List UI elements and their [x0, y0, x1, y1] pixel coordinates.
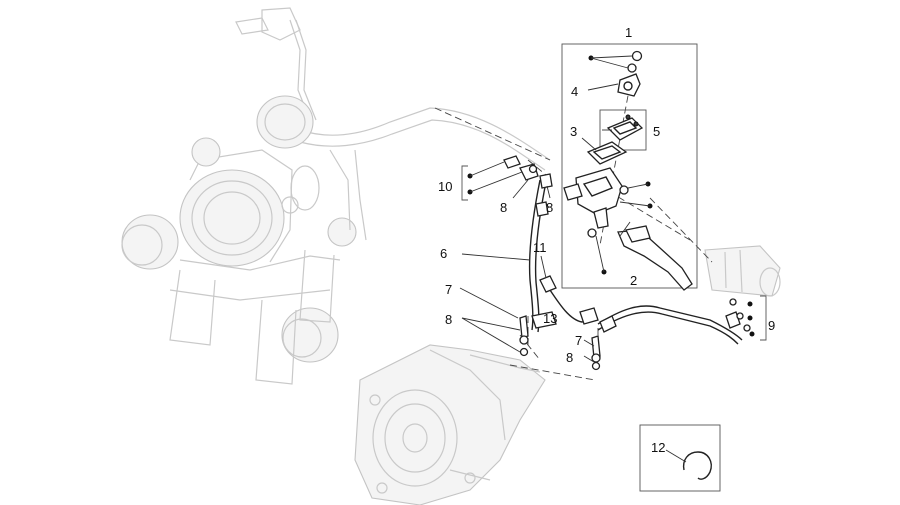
callout-13: 13 — [543, 311, 557, 326]
callout-11: 11 — [533, 240, 547, 255]
right-grip-ghost — [704, 245, 781, 297]
callout-1: 1 — [625, 25, 632, 40]
circlip-inset — [639, 424, 721, 492]
callout-10: 10 — [438, 179, 452, 194]
callout-8-upper-right: 8 — [546, 200, 553, 215]
callout-2: 2 — [630, 273, 637, 288]
callout-12: 12 — [651, 440, 665, 455]
callout-6: 6 — [440, 246, 447, 261]
callout-7-left: 7 — [445, 282, 452, 297]
engine-housing-ghost — [354, 344, 546, 505]
callout-5: 5 — [653, 124, 660, 139]
callout-8-lower-right: 8 — [566, 350, 573, 365]
motorcycle-front-ghost — [121, 7, 551, 385]
callout-4: 4 — [571, 84, 578, 99]
callout-8-lower-left: 8 — [445, 312, 452, 327]
clutch-master-cylinder-assembly — [561, 43, 698, 291]
callout-9: 9 — [768, 318, 775, 333]
callout-7-right: 7 — [575, 333, 582, 348]
clutch-hose-assembly — [459, 155, 767, 371]
callout-3: 3 — [570, 124, 577, 139]
callout-labels: 1 2 3 4 5 6 7 7 8 8 8 8 9 10 11 12 13 — [438, 25, 775, 455]
callout-8-upper-left: 8 — [500, 200, 507, 215]
